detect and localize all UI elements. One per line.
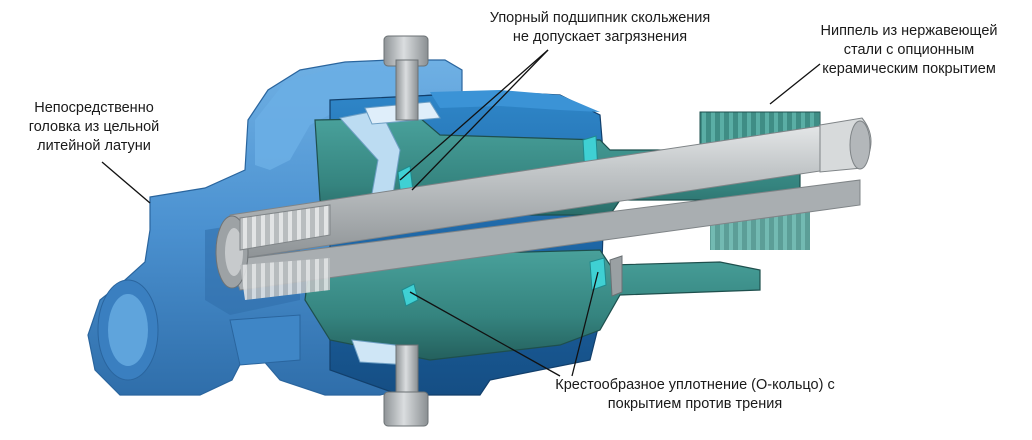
steel-nipple	[215, 117, 872, 300]
label-o-ring-line-1: Крестообразное уплотнение (О-кольцо) с	[555, 377, 835, 393]
bolts	[383, 35, 429, 427]
label-thrust-bearing: Упорный подшипник скольжения не допускае…	[470, 9, 730, 47]
label-brass-head-line-1: Непосредственно	[34, 100, 154, 116]
label-thrust-bearing-line-1: Упорный подшипник скольжения	[489, 10, 711, 26]
label-brass-head: Непосредственно головка из цельной литей…	[6, 99, 182, 156]
label-steel-nipple: Ниппель из нержавеющей стали с опционным…	[790, 22, 1028, 79]
label-o-ring-line-2: покрытием против трения	[607, 396, 783, 412]
label-brass-head-line-2: головка из цельной	[28, 119, 160, 135]
label-steel-nipple-line-2: стали с опционным	[843, 42, 975, 58]
leader-lines	[101, 49, 821, 377]
label-thrust-bearing-line-2: не допускает загрязнения	[512, 29, 688, 45]
label-brass-head-line-3: литейной латуни	[37, 138, 151, 154]
label-o-ring: Крестообразное уплотнение (О-кольцо) с п…	[510, 376, 880, 414]
label-steel-nipple-line-3: керамическим покрытием	[822, 61, 996, 77]
label-steel-nipple-line-1: Ниппель из нержавеющей	[820, 23, 998, 39]
